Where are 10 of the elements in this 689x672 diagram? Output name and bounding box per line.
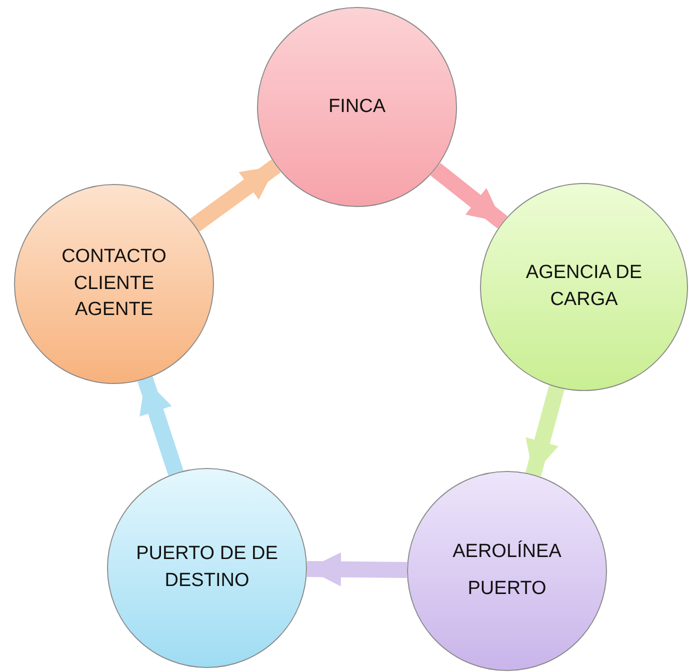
block-arrow (525, 385, 564, 477)
node-label: AEROLÍNEA (452, 540, 562, 564)
block-arrow (430, 162, 508, 229)
block-arrow (138, 376, 184, 476)
node-label: PUERTO DE DE DESTINO (135, 542, 279, 593)
node-label: FINCA (328, 94, 386, 119)
node-label: PUERTO (466, 577, 548, 601)
block-arrow (306, 552, 408, 586)
node-label: AGENCIA DE CARGA (524, 261, 644, 312)
node-label: CONTACTO CLIENTE AGENTE (60, 245, 168, 322)
